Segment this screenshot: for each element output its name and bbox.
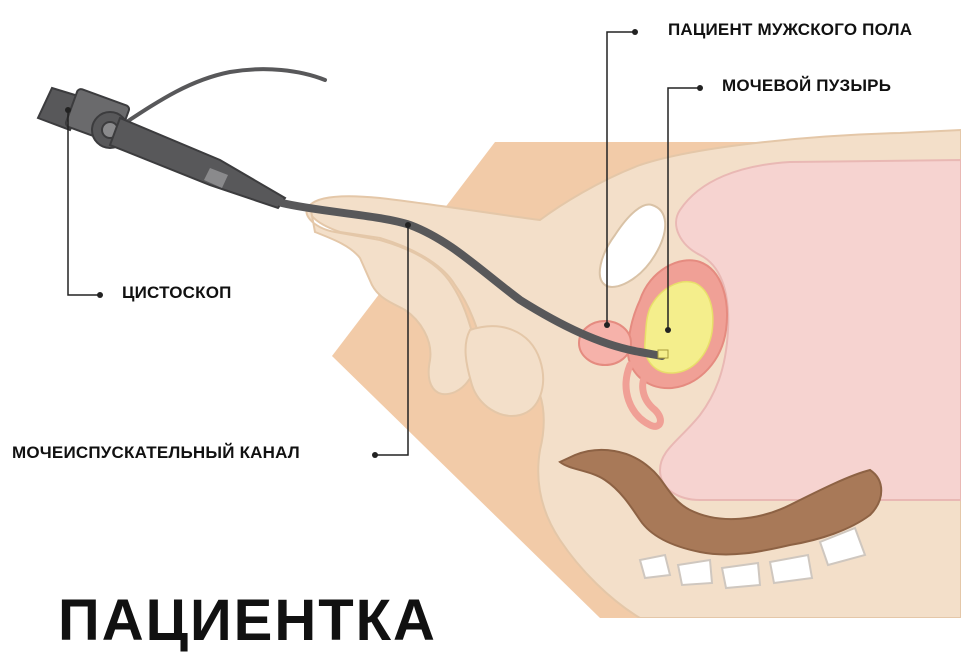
dot-urethra-target xyxy=(405,222,411,228)
vertebra-1 xyxy=(640,555,670,578)
cystoscope xyxy=(38,88,285,208)
dot-urethra-label xyxy=(372,452,378,458)
vertebra-2 xyxy=(678,560,712,585)
cystoscope-label: ЦИСТОСКОП xyxy=(122,283,232,303)
urethra-label: МОЧЕИСПУСКАТЕЛЬНЫЙ КАНАЛ xyxy=(12,443,300,463)
bladder-label: МОЧЕВОЙ ПУЗЫРЬ xyxy=(722,76,891,96)
cystoscope-body xyxy=(110,118,285,208)
dot-male-patient-label xyxy=(632,29,638,35)
bottom-caption: ПАЦИЕНТКА xyxy=(58,592,437,650)
dot-bladder-target xyxy=(665,327,671,333)
cystoscope-tip xyxy=(658,350,668,358)
cystoscope-cable xyxy=(122,69,325,125)
dot-cystoscope-label xyxy=(97,292,103,298)
dot-cystoscope-target xyxy=(65,107,71,113)
male-patient-label: ПАЦИЕНТ МУЖСКОГО ПОЛА xyxy=(668,20,912,40)
vertebra-3 xyxy=(722,563,760,588)
dot-male-patient-target xyxy=(604,322,610,328)
dot-bladder-label xyxy=(697,85,703,91)
